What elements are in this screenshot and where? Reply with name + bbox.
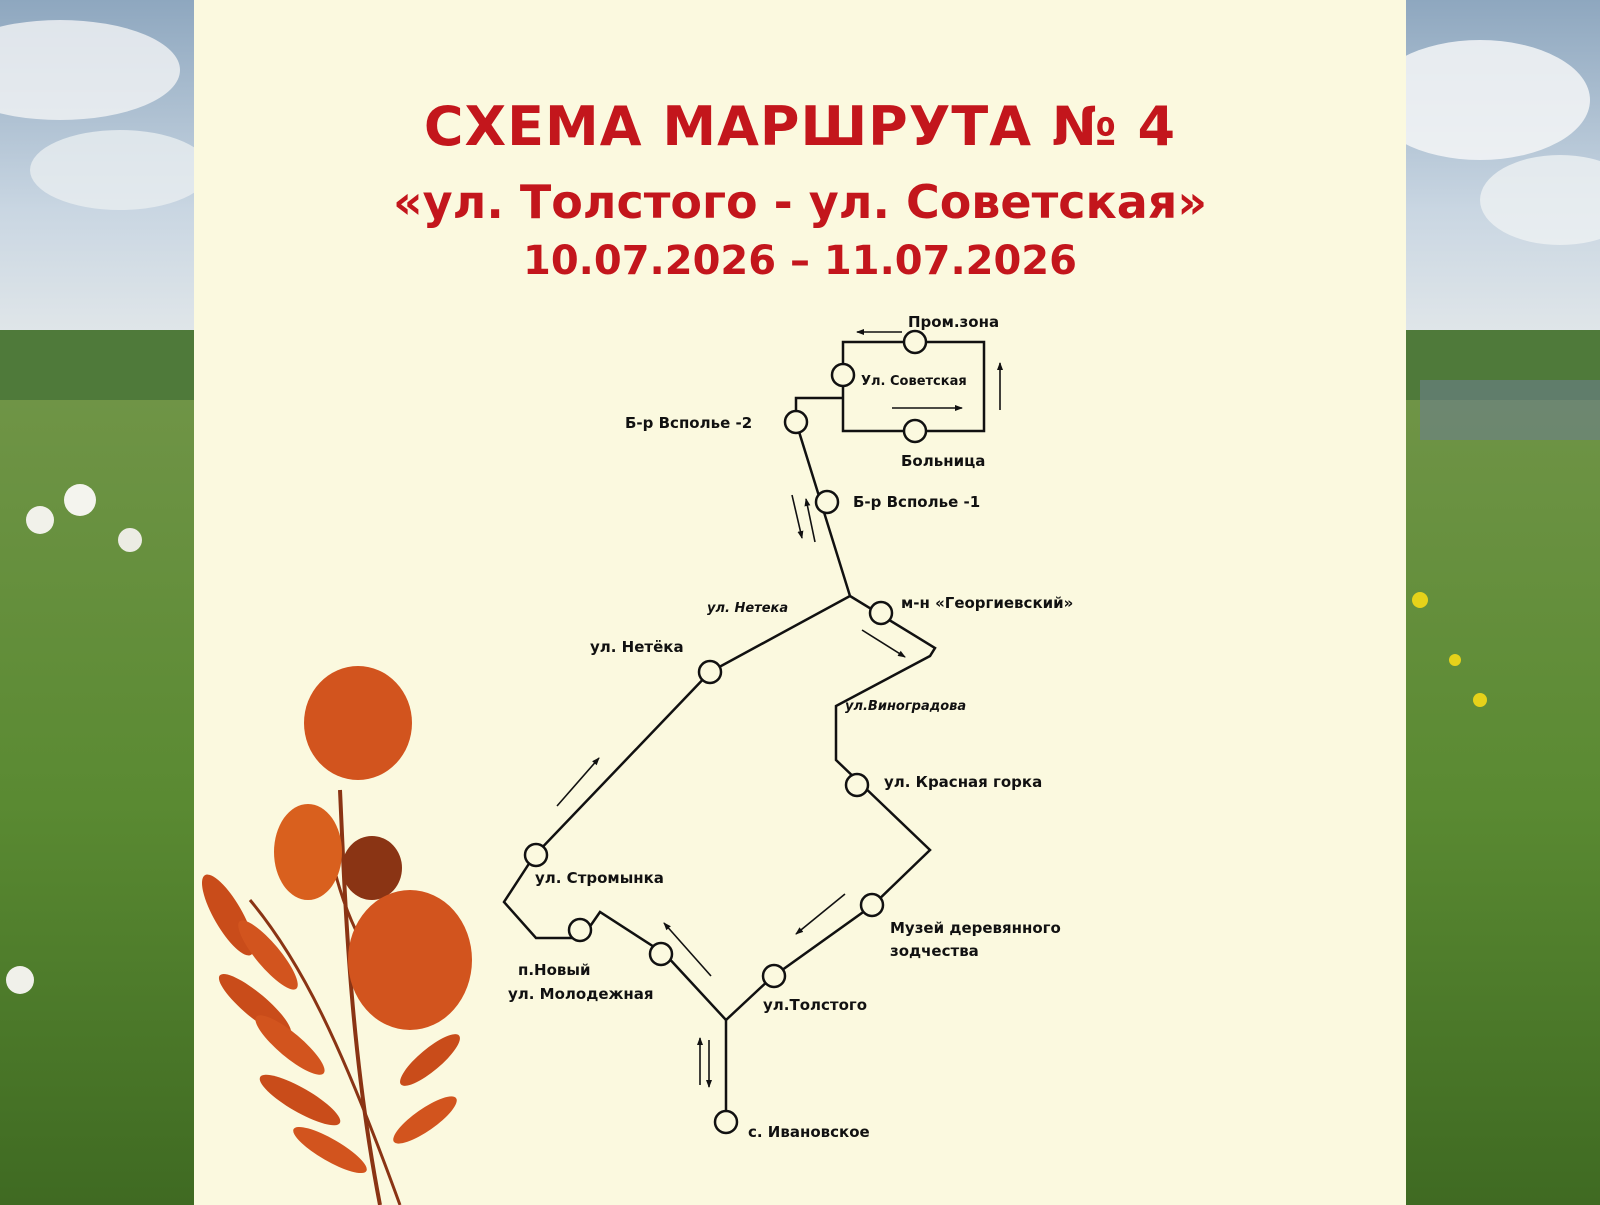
stop-marker-neteka (697, 659, 723, 685)
stop-label-tolstogo: ул.Толстого (763, 996, 867, 1014)
stop-label-stromynka: ул. Стромынка (535, 869, 664, 887)
stop-marker-krasnaya-gorka (844, 772, 870, 798)
stop-label-noviy: п.Новый (518, 961, 591, 979)
street-label-neteka: ул. Нетека (707, 601, 788, 616)
stop-marker-vspole-2 (783, 409, 809, 435)
stop-marker-tolstogo (761, 963, 787, 989)
stop-label-muzey-line2: зодчества (890, 942, 979, 960)
stop-label-krasnaya-gorka: ул. Красная горка (884, 773, 1042, 791)
stop-marker-vspole-1 (814, 489, 840, 515)
stop-marker-ivanovskoe (713, 1109, 739, 1135)
stop-label-neteka: ул. Нетёка (590, 638, 684, 656)
street-label-vinogradova: ул.Виноградова (845, 699, 966, 714)
stop-label-vspole-2: Б-р Вспольe -2 (625, 414, 752, 432)
stop-marker-molodezhnaya (648, 941, 674, 967)
stop-label-bolnitsa: Больница (901, 452, 985, 470)
stop-label-ivanovskoe: с. Ивановское (748, 1123, 870, 1141)
stop-label-georgievsky: м-н «Георгиевский» (901, 594, 1073, 612)
route-name: «ул. Толстого - ул. Советская» (392, 175, 1208, 229)
stop-marker-noviy (567, 917, 593, 943)
stop-label-molodezhnaya: ул. Молодежная (508, 985, 654, 1003)
stop-label-muzey-line1: Музей деревянного (890, 919, 1061, 937)
direction-arrows (556, 329, 1003, 1088)
stop-label-prom-zona: Пром.зона (908, 313, 999, 331)
stop-marker-bolnitsa (902, 418, 928, 444)
stop-label-vspole-1: Б-р Вспольe -1 (853, 493, 980, 511)
stop-marker-stromynka (523, 842, 549, 868)
rowan-branch-decoration (202, 666, 472, 1205)
stop-marker-ul-sovetskaya (830, 362, 856, 388)
route-dates: 10.07.2026 – 11.07.2026 (523, 238, 1077, 284)
stop-marker-prom-zona (902, 329, 928, 355)
stop-marker-muzey (859, 892, 885, 918)
stop-markers (523, 329, 928, 1135)
stop-label-ul-sovetskaya: Ул. Советская (861, 374, 967, 389)
poster-title: СХЕМА МАРШРУТА № 4 (423, 95, 1177, 158)
stop-marker-georgievsky (868, 600, 894, 626)
